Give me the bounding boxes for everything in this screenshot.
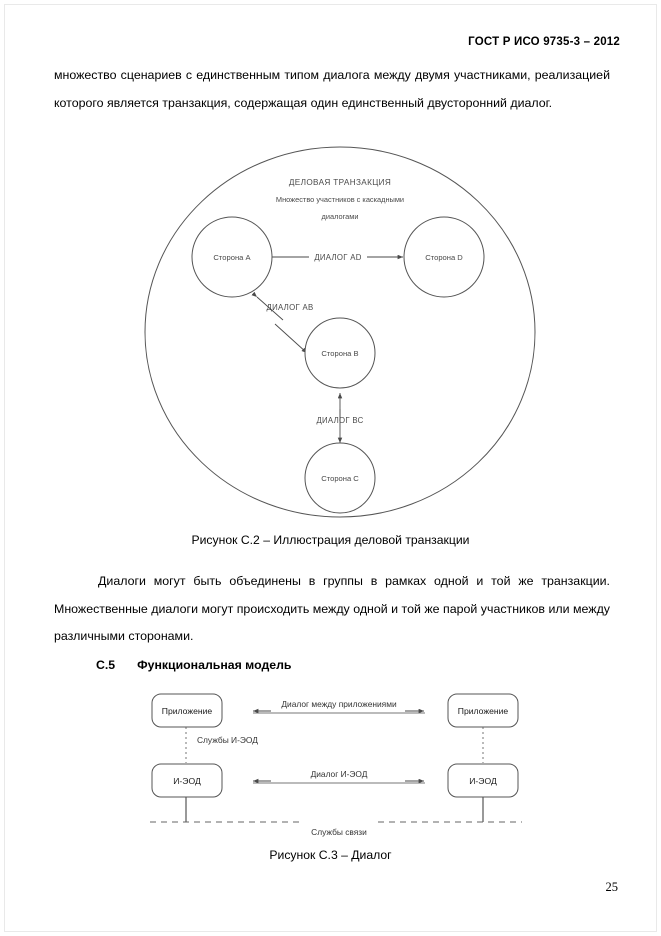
section-heading-title: Функциональная модель xyxy=(137,658,292,672)
edge-line-ab-lower xyxy=(274,323,308,354)
edge-line-ab-upper xyxy=(251,291,284,321)
figure-c2-business-transaction: ДЕЛОВАЯ ТРАНЗАКЦИЯ Множество участников … xyxy=(135,140,545,525)
transaction-subtitle-line2: диалогами xyxy=(322,212,359,221)
edge-label-ab: ДИАЛОГ АВ xyxy=(267,303,314,312)
section-heading-c5: C.5 Функциональная модель xyxy=(96,658,291,672)
box-application-left xyxy=(151,693,223,728)
box-edi-right xyxy=(447,763,519,798)
label-app-dialog: Диалог между приложениями xyxy=(281,699,397,709)
node-circle-party-c xyxy=(304,442,376,514)
node-circle-party-d xyxy=(403,216,485,298)
label-edi-dialog: Диалог И-ЭОД xyxy=(311,769,368,779)
node-circle-party-b xyxy=(304,317,376,389)
page-header-standard-number: ГОСТ Р ИСО 9735-3 – 2012 xyxy=(468,36,620,48)
node-label-party-c: Сторона С xyxy=(321,474,359,483)
label-comm-services: Службы связи xyxy=(311,827,367,837)
node-label-party-b: Сторона В xyxy=(321,349,358,358)
section-heading-number: C.5 xyxy=(96,658,116,672)
box-application-right xyxy=(447,693,519,728)
figure-c2-caption: Рисунок С.2 – Иллюстрация деловой транза… xyxy=(191,533,470,547)
node-label-party-a: Сторона А xyxy=(213,253,251,262)
paragraph-dialogs-grouping: Диалоги могут быть объединены в группы в… xyxy=(54,574,610,643)
box-label-application-left: Приложение xyxy=(162,706,213,716)
transaction-boundary-circle xyxy=(144,146,536,518)
box-label-edi-right: И-ЭОД xyxy=(469,776,497,786)
paragraph-continuation: множество сценариев с единственным типом… xyxy=(54,68,610,110)
node-circle-party-a xyxy=(191,216,273,298)
figure-c3-functional-model: Диалог между приложениями Службы И-ЭОД Д… xyxy=(140,688,530,838)
label-edi-services: Службы И-ЭОД xyxy=(197,735,258,745)
box-label-edi-left: И-ЭОД xyxy=(173,776,201,786)
transaction-title: ДЕЛОВАЯ ТРАНЗАКЦИЯ xyxy=(289,178,391,187)
edge-label-ad: ДИАЛОГ AD xyxy=(314,253,361,262)
node-label-party-d: Сторона D xyxy=(425,253,463,262)
transaction-subtitle-line1: Множество участников с каскадными xyxy=(276,195,404,204)
figure-c3-caption: Рисунок С.3 – Диалог xyxy=(269,848,392,862)
box-label-application-right: Приложение xyxy=(458,706,509,716)
box-edi-left xyxy=(151,763,223,798)
page-number: 25 xyxy=(605,880,619,894)
edge-label-bc: ДИАЛОГ ВС xyxy=(316,416,363,425)
